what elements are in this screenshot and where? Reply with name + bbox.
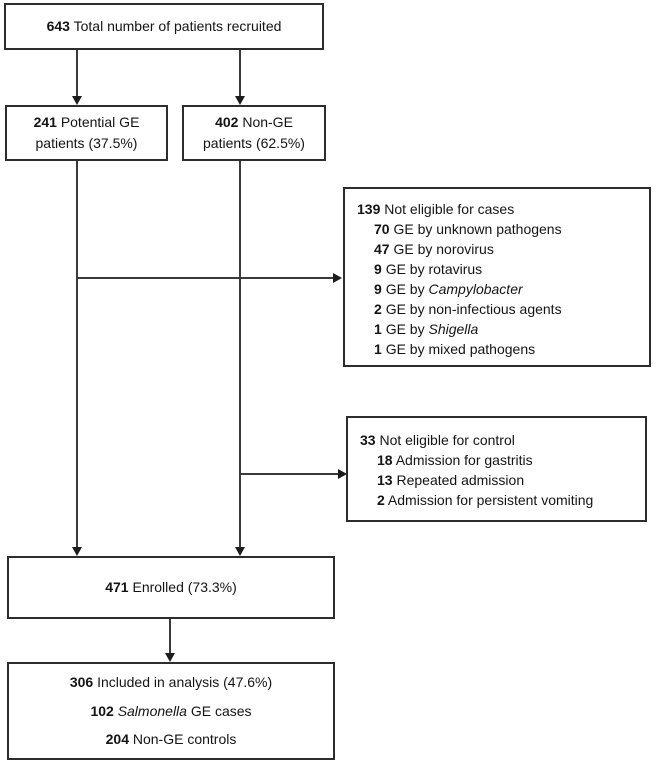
- enrolled-box: 471 Enrolled (73.3%): [7, 556, 335, 619]
- potential-ge-box: 241 Potential GE patients (37.5%): [5, 105, 168, 161]
- recruited-text: 643 Total number of patients recruited: [47, 16, 282, 37]
- connector-enrolled-to-analysis: [169, 619, 171, 654]
- arrowhead-right-icon: [338, 469, 347, 479]
- cases-label: GE cases: [190, 702, 252, 719]
- connector-nonge-to-enrolled: [239, 161, 241, 548]
- arrowhead-right-icon: [333, 273, 342, 283]
- list-item: 2 GE by non-infectious agents: [357, 299, 637, 319]
- potential-ge-line1: 241 Potential GE: [34, 112, 140, 133]
- list-item: 1 GE by mixed pathogens: [357, 339, 637, 359]
- not-eligible-control-title: 33 Not eligible for control: [360, 430, 633, 450]
- cases-count: 102: [90, 702, 114, 719]
- item-count: 1: [374, 321, 382, 337]
- item-label: Admission for gastritis: [395, 452, 533, 468]
- enrolled-count: 471: [105, 579, 129, 595]
- analysis-box: 306 Included in analysis (47.6%) 102 Sal…: [7, 662, 335, 760]
- item-label-italic: Shigella: [428, 321, 479, 337]
- controls-label: Non-GE controls: [132, 731, 237, 748]
- arrowhead-down-icon: [72, 547, 82, 556]
- potential-ge-count: 241: [33, 114, 57, 130]
- item-count: 47: [374, 241, 390, 257]
- non-ge-label: Non-GE: [242, 114, 293, 130]
- item-count: 9: [374, 281, 382, 297]
- list-item: 9 GE by Campylobacter: [357, 279, 637, 299]
- item-label: GE by non-infectious agents: [385, 301, 562, 317]
- enrolled-text: 471 Enrolled (73.3%): [105, 577, 237, 598]
- item-label: Repeated admission: [396, 472, 525, 488]
- non-ge-line2: patients (62.5%): [203, 135, 305, 151]
- recruited-box: 643 Total number of patients recruited: [4, 3, 324, 50]
- cases-label-italic: Salmonella: [117, 702, 187, 719]
- enrolled-label: Enrolled (73.3%): [132, 579, 237, 595]
- item-label: Admission for persistent vomiting: [387, 492, 594, 508]
- list-item: 13 Repeated admission: [360, 470, 633, 490]
- item-count: 2: [377, 492, 385, 508]
- item-count: 18: [377, 452, 393, 468]
- connector-to-not-eligible-cases: [77, 277, 333, 279]
- item-count: 9: [374, 261, 382, 277]
- non-ge-count: 402: [215, 114, 239, 130]
- list-item: 18 Admission for gastritis: [360, 450, 633, 470]
- potential-ge-label: Potential GE: [60, 114, 140, 130]
- recruited-label: Total number of patients recruited: [73, 18, 282, 34]
- analysis-count: 306: [69, 673, 94, 690]
- item-label: Not eligible for cases: [384, 201, 515, 217]
- item-count: 33: [360, 432, 376, 448]
- item-label-italic: Campylobacter: [428, 281, 523, 297]
- not-eligible-cases-box: 139 Not eligible for cases 70 GE by unkn…: [343, 187, 651, 367]
- list-item: 2 Admission for persistent vomiting: [360, 490, 633, 510]
- item-count: 70: [374, 221, 390, 237]
- non-ge-box: 402 Non-GE patients (62.5%): [182, 105, 326, 161]
- connector-potential-to-enrolled: [76, 161, 78, 548]
- list-item: 70 GE by unknown pathogens: [357, 219, 637, 239]
- analysis-title: 306 Included in analysis (47.6%): [70, 672, 272, 693]
- controls-count: 204: [105, 731, 129, 748]
- item-count: 1: [374, 341, 382, 357]
- item-label: GE by rotavirus: [385, 261, 483, 277]
- not-eligible-cases-title: 139 Not eligible for cases: [357, 199, 637, 219]
- list-item: 47 GE by norovirus: [357, 239, 637, 259]
- item-label: GE by norovirus: [393, 241, 494, 257]
- arrowhead-down-icon: [72, 96, 82, 105]
- connector-recruited-to-potential: [76, 50, 78, 97]
- item-count: 2: [374, 301, 382, 317]
- arrowhead-down-icon: [165, 653, 175, 662]
- analysis-controls: 204 Non-GE controls: [106, 729, 237, 750]
- item-label: GE by unknown pathogens: [393, 221, 562, 237]
- list-item: 1 GE by Shigella: [357, 319, 637, 339]
- recruited-count: 643: [46, 18, 70, 34]
- connector-recruited-to-nonge: [239, 50, 241, 97]
- item-label: GE by mixed pathogens: [385, 341, 536, 357]
- connector-to-not-eligible-control: [240, 473, 338, 475]
- analysis-cases: 102 Salmonella GE cases: [90, 701, 251, 722]
- item-label: GE by: [385, 321, 425, 337]
- analysis-label: Included in analysis (47.6%): [97, 673, 273, 690]
- arrowhead-down-icon: [235, 96, 245, 105]
- list-item: 9 GE by rotavirus: [357, 259, 637, 279]
- item-count: 139: [357, 201, 381, 217]
- item-label: GE by: [385, 281, 425, 297]
- not-eligible-control-box: 33 Not eligible for control 18 Admission…: [346, 416, 647, 522]
- potential-ge-line2: patients (37.5%): [35, 135, 138, 151]
- item-label: Not eligible for control: [379, 432, 515, 448]
- item-count: 13: [377, 472, 393, 488]
- non-ge-line1: 402 Non-GE: [215, 112, 293, 133]
- arrowhead-down-icon: [235, 547, 245, 556]
